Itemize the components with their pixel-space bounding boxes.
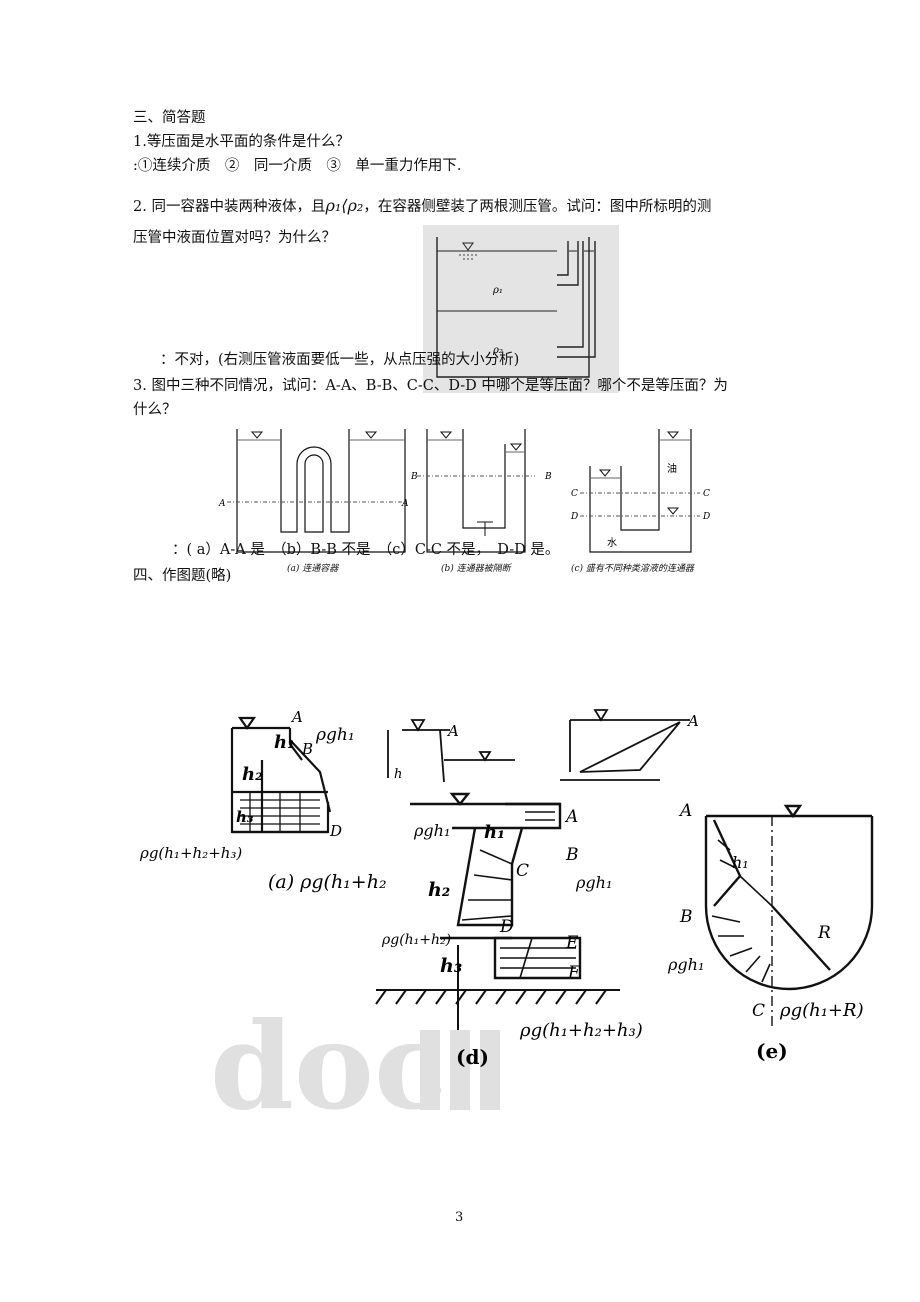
sketch-d-A: A xyxy=(564,807,578,827)
sketch-d-h2: h₂ xyxy=(428,879,450,901)
line-a-right: A xyxy=(401,499,409,509)
sketch-d-mid: ρg(h₁+h₂) xyxy=(381,932,451,948)
sketch-d-right: ρgh₁ xyxy=(575,873,612,892)
sketch-a-h2: h₂ xyxy=(242,764,263,785)
section-title: 三、简答题 xyxy=(133,110,206,126)
sketch-d-top: ρgh₁ xyxy=(413,821,450,840)
water-label: 水 xyxy=(607,537,617,549)
figure-communicating-vessels: A A B B C C D D 油 水 xyxy=(205,424,725,574)
sketch-a-B: B xyxy=(301,740,313,758)
sketch-a-h1: h₁ xyxy=(274,732,295,753)
sketch-d-caption: (d) xyxy=(456,1045,489,1069)
caption-b: (b) 连通器被隔断 xyxy=(441,564,511,574)
page-number: 3 xyxy=(455,1210,464,1225)
sketch-d-D: D xyxy=(499,917,514,937)
section4-title: 四、作图题(略) xyxy=(133,568,232,584)
sketch-a-note2: ρg(h₁+h₂+h₃) xyxy=(140,844,242,862)
sketch-r-A: A xyxy=(686,712,699,730)
sketch-e-B: B xyxy=(679,907,693,927)
question-3-line1: 3. 图中三种不同情况，试问：A-A、B-B、C-C、D-D 中哪个是等压面？哪… xyxy=(133,378,728,394)
line-a-left: A xyxy=(218,499,226,509)
sketch-e-h1: h₁ xyxy=(732,853,749,872)
line-c-right: C xyxy=(703,489,710,499)
question-2-prefix: 2. 同一容器中装两种液体，且 xyxy=(133,199,326,215)
question-3-line2: 什么？ xyxy=(133,402,177,418)
sketch-a-note1: ρgh₁ xyxy=(315,725,355,745)
sketch-m-A: A xyxy=(446,722,459,740)
svg-text:doc: doc xyxy=(210,996,447,1120)
question-2-suffix: ，在容器侧壁装了两根测压管。试问：图中所标明的测 xyxy=(363,199,712,215)
question-2-line1: 2. 同一容器中装两种液体，且ρ₁⟨ρ₂，在容器侧壁装了两根测压管。试问：图中所… xyxy=(133,196,711,217)
line-d-right: D xyxy=(702,512,710,522)
sketch-d-h1: h₁ xyxy=(484,822,505,843)
sketch-d-E: E xyxy=(565,933,579,953)
sketch-a-caption: (a) ρg(h₁+h₂ xyxy=(268,871,387,893)
pressure-diagram-sketch: doc h₁ h₂ h₃ A B D ρgh₁ ρg(h₁+h₂ xyxy=(139,700,900,1137)
sketch-e-A: A xyxy=(678,801,692,821)
line-d-left: D xyxy=(570,512,578,522)
answer-3: ：( a）A-A 是 （b）B-B 不是 （c）C-C 不是， D-D 是。 xyxy=(172,542,560,558)
sketch-a-D: D xyxy=(329,822,342,840)
line-c-left: C xyxy=(571,489,578,499)
sketch-e-caption: (e) xyxy=(756,1039,788,1063)
sketch-d-C: C xyxy=(516,861,529,881)
sketch-e-left: ρgh₁ xyxy=(667,955,704,974)
line-b-left: B xyxy=(410,472,418,482)
figure-piezometer-tubes: ρ₁ ρ₂ xyxy=(423,225,619,393)
sketch-a-h3: h₃ xyxy=(236,808,254,826)
rho2-label: ρ₂ xyxy=(492,345,503,356)
question-2-line2: 压管中液面位置对吗？为什么？ xyxy=(133,230,336,246)
sketch-m-h: h xyxy=(394,767,402,782)
sketch-e-R: R xyxy=(817,923,831,943)
density-relation: ρ₁⟨ρ₂ xyxy=(325,196,364,215)
line-b-right: B xyxy=(544,472,552,482)
question-1: 1.等压面是水平面的条件是什么？ xyxy=(133,134,350,150)
sketch-d-B: B xyxy=(565,845,579,865)
oil-label: 油 xyxy=(667,462,677,475)
sketch-e-bottom: ρg(h₁+R) xyxy=(779,1000,864,1021)
sketch-d-h3: h₃ xyxy=(440,955,462,977)
sketch-a-A: A xyxy=(290,708,303,726)
caption-c: (c) 盛有不同种类溶液的连通器 xyxy=(571,564,694,574)
answer-1: :①连续介质 ② 同一介质 ③ 单一重力作用下. xyxy=(133,158,462,174)
sketch-d-bottom: ρg(h₁+h₂+h₃) xyxy=(519,1020,643,1041)
sketch-e-C: C xyxy=(752,1001,765,1021)
sketch-d-F: F xyxy=(567,963,581,983)
watermark: doc xyxy=(210,996,500,1137)
answer-2: ：不对，(右测压管液面要低一些，从点压强的大小分析) xyxy=(160,352,520,368)
rho1-label: ρ₁ xyxy=(492,285,503,296)
caption-a: (a) 连通容器 xyxy=(287,564,339,574)
